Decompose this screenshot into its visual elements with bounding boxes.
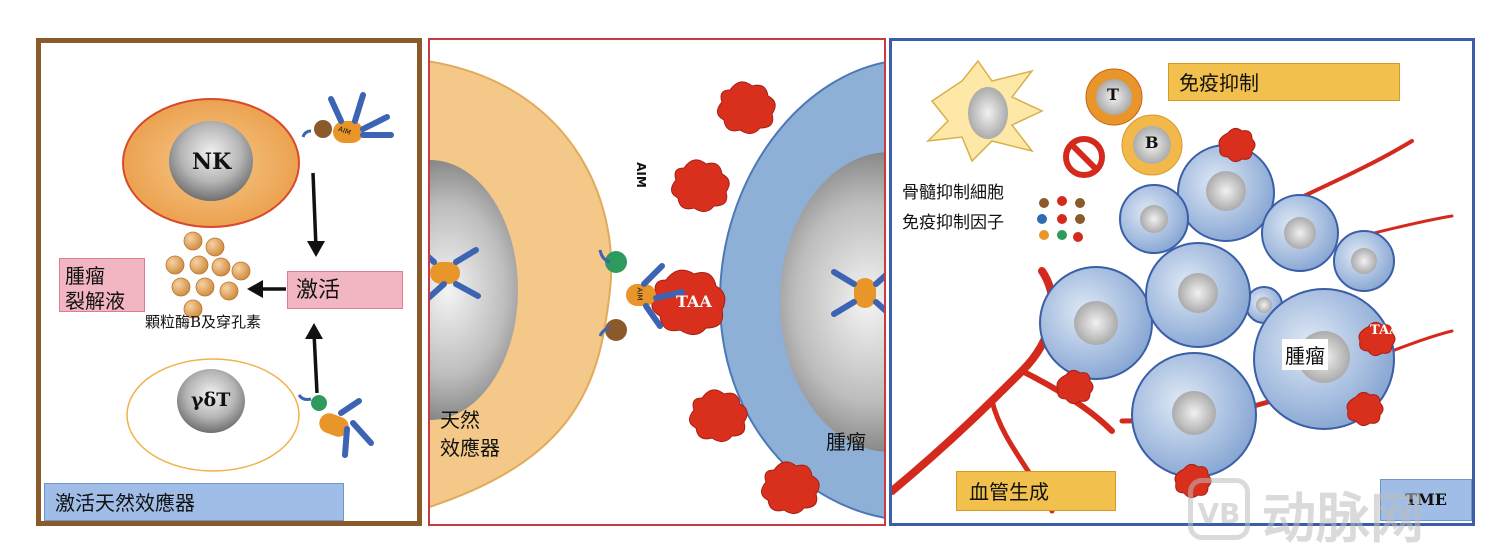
effector-label-line1: 天然 bbox=[440, 408, 480, 432]
nk-cell-icon bbox=[122, 98, 300, 228]
aim-complex-icon bbox=[430, 247, 481, 301]
aim-vertical-label: AIM bbox=[633, 162, 648, 188]
lysate-label-line2: 裂解液 bbox=[65, 289, 125, 313]
taa-label: TAA bbox=[676, 292, 712, 311]
effector-cell-icon bbox=[430, 60, 613, 508]
tumor-label: 腫瘤 bbox=[826, 430, 866, 454]
effector-label-line2: 效應器 bbox=[440, 436, 500, 460]
nk-label: NK bbox=[192, 149, 232, 175]
suppressor-label-line1: 骨髓抑制細胞 bbox=[902, 183, 1004, 203]
myeloid-suppressor-cell-icon bbox=[925, 59, 1044, 163]
prohibition-icon bbox=[1063, 136, 1105, 178]
suppressor-label-line2: 免疫抑制因子 bbox=[902, 213, 1004, 233]
granule-icon bbox=[165, 231, 251, 319]
watermark-logo: VB bbox=[1188, 478, 1250, 540]
taa-antigen-icon bbox=[671, 81, 820, 514]
aim-complex-icon bbox=[831, 269, 884, 317]
tumor-cell-icon bbox=[718, 61, 884, 519]
factor-dots-icon bbox=[1037, 196, 1085, 242]
watermark-brand: 动脉网 bbox=[1262, 487, 1424, 550]
t-cell-icon bbox=[1085, 68, 1143, 126]
aim-complex-icon bbox=[301, 92, 394, 143]
panel-tumor-microenvironment: 免疫抑制 T B 骨髓抑制細胞 免疫抑制因子 腫瘤 TAA 血管生成 TME bbox=[889, 38, 1475, 526]
immune-suppression-label: 免疫抑制 bbox=[1168, 63, 1400, 101]
granzyme-label: 顆粒酶B及穿孔素 bbox=[145, 313, 262, 331]
watermark: VB 动脉网 bbox=[1182, 476, 1482, 550]
arrow-icon bbox=[247, 280, 286, 298]
panel-effector-tumor: AIM AIM TAA 天然 效應器 腫瘤 bbox=[428, 38, 886, 526]
tumor-label: 腫瘤 bbox=[1282, 339, 1328, 370]
gamma-delta-t-cell-icon bbox=[126, 358, 300, 472]
aim-complex-icon bbox=[297, 394, 374, 458]
aim-complex-icon bbox=[598, 249, 685, 341]
arrow-icon bbox=[305, 323, 323, 394]
arrow-icon bbox=[307, 172, 325, 257]
tumor-nuclei bbox=[1074, 171, 1377, 435]
b-cell-icon bbox=[1121, 114, 1183, 176]
aim-tag: AIM bbox=[635, 287, 644, 301]
taa-antigen-icon bbox=[1056, 127, 1396, 499]
b-cell-label: B bbox=[1145, 133, 1159, 152]
panel-activate-effectors: NK AIM γδT 激活 腫瘤 裂解液 顆粒酶B及穿孔素 激活天然效應器 bbox=[36, 38, 422, 526]
footer-label: 激活天然效應器 bbox=[44, 483, 344, 521]
gdt-label: γδT bbox=[191, 389, 231, 411]
panel1-illustration bbox=[122, 92, 394, 472]
taa-label: TAA bbox=[1370, 323, 1400, 338]
angiogenesis-label: 血管生成 bbox=[956, 471, 1116, 511]
panel3-illustration bbox=[892, 59, 1454, 514]
activation-label: 激活 bbox=[287, 271, 403, 309]
lysate-label: 腫瘤 裂解液 bbox=[59, 258, 145, 313]
tme-label: TME bbox=[1380, 479, 1472, 521]
lysate-label-line1: 腫瘤 bbox=[65, 264, 105, 288]
panel2-illustration bbox=[430, 60, 884, 519]
t-cell-label: T bbox=[1107, 85, 1119, 104]
